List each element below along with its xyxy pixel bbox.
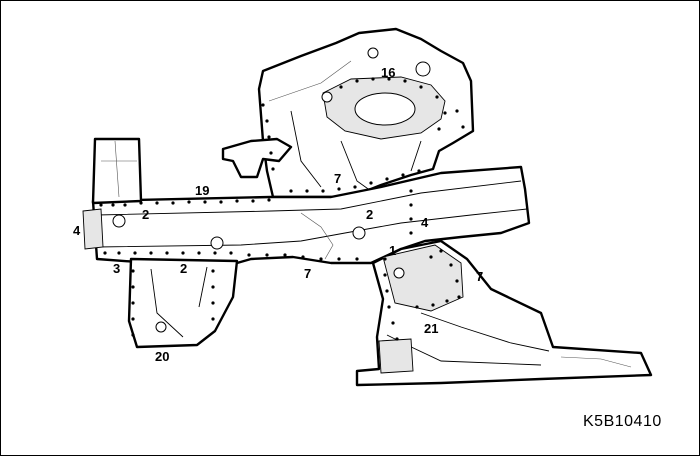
callout-label: 4 xyxy=(73,223,81,238)
tower-rib xyxy=(290,110,322,188)
callout-label: 3 xyxy=(113,261,120,276)
mount-hole xyxy=(321,91,333,103)
panel-hole xyxy=(210,236,224,250)
rear-rail-contour xyxy=(420,312,550,352)
upper-bracket xyxy=(221,137,293,179)
mount-hole xyxy=(367,47,379,59)
tower-rib xyxy=(410,140,422,172)
rail-flange-line xyxy=(300,212,334,260)
callout-label: 19 xyxy=(195,183,209,198)
figure-id: K5B10410 xyxy=(583,413,662,430)
rail-hole xyxy=(112,214,126,228)
callout-label: 2 xyxy=(366,207,373,222)
callout-label: 7 xyxy=(304,266,311,281)
mount-hole xyxy=(415,61,431,77)
callout-label: 2 xyxy=(142,207,149,222)
callout-label: 21 xyxy=(424,321,438,336)
weld-spots xyxy=(99,77,465,341)
callout-label: 7 xyxy=(334,171,341,186)
rear-rail-contour xyxy=(560,356,632,368)
callout-label: 4 xyxy=(421,215,429,230)
panel-contour xyxy=(198,266,208,308)
shock-tower-opening xyxy=(354,92,416,126)
callout-label: 20 xyxy=(155,349,169,364)
reinforcement-block xyxy=(382,244,464,312)
reinforcement-hole xyxy=(393,267,405,279)
callout-label: 16 xyxy=(381,65,395,80)
callout-label: 1 xyxy=(389,243,396,258)
front-frame-rail xyxy=(91,165,531,265)
tower-rib xyxy=(340,140,372,192)
lower-bracket xyxy=(378,338,414,374)
bumper-mount-plate xyxy=(82,208,104,250)
rail-hole xyxy=(352,226,366,240)
crush-tip-detail xyxy=(101,140,137,198)
panel-hole xyxy=(155,321,167,333)
rail-flange-line xyxy=(96,180,522,216)
callout-label: 2 xyxy=(180,261,187,276)
tower-rib xyxy=(268,60,352,102)
rail-flange-line xyxy=(96,208,528,248)
panel-contour xyxy=(150,268,184,338)
callout-label: 7 xyxy=(476,269,483,284)
